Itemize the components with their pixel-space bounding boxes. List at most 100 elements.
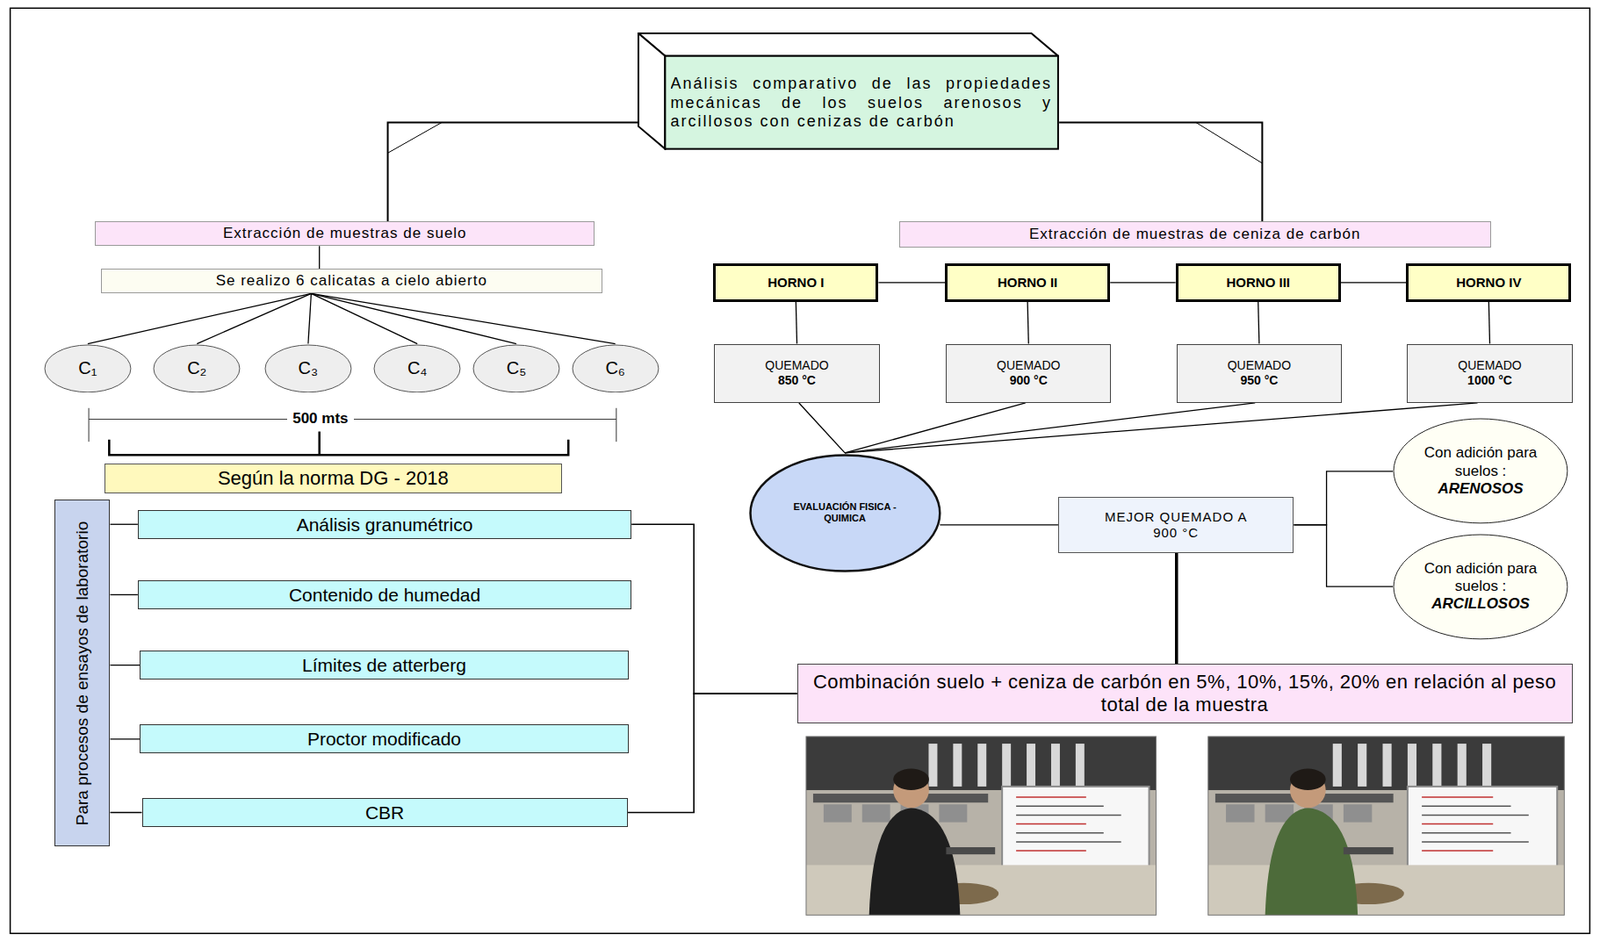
evaluation-ellipse: EVALUACIÓN FISICA - QUIMICA <box>748 453 943 574</box>
burn-box: QUEMADO850 °C <box>713 344 880 404</box>
whiteboard-writing <box>1421 841 1529 844</box>
node-text: ARCILLOSOS <box>1415 595 1546 613</box>
norm-box: Según la norma DG - 2018 <box>104 463 563 494</box>
decor-line <box>388 122 443 153</box>
furnace-box: HORNO III <box>1175 263 1341 303</box>
node-text: Se realizo 6 calicatas a cielo abierto <box>108 272 595 290</box>
node-text: Extracción de muestras de suelo <box>102 224 587 243</box>
node-text: HORNO III <box>1185 274 1332 291</box>
text-holder: EVALUACIÓN FISICA - QUIMICA <box>772 501 916 525</box>
photo-border <box>1208 736 1565 916</box>
connector <box>1293 471 1393 526</box>
photo-border <box>806 736 1157 916</box>
connector <box>1340 281 1406 283</box>
connector <box>109 594 137 596</box>
node-text: Para procesos de ensayos de laboratorio <box>72 521 93 826</box>
cylinder <box>1432 743 1442 787</box>
pit-circle: C₃ <box>264 344 353 394</box>
cylinder <box>1457 743 1467 787</box>
cylinder <box>1357 743 1367 787</box>
ellipse-shape <box>44 345 131 393</box>
node-text: QUEMADO <box>1184 358 1334 374</box>
text-holder: C₂ <box>164 357 230 379</box>
node-text: HORNO I <box>722 274 869 291</box>
text-holder: Con adición para suelos :ARENOSOS <box>1415 444 1546 498</box>
node-text: QUEMADO <box>1414 358 1564 374</box>
text-holder: C₆ <box>583 357 649 379</box>
whiteboard-writing <box>1016 841 1122 844</box>
ellipse-shape <box>749 454 940 571</box>
connector <box>627 693 798 813</box>
whiteboard-writing <box>1421 796 1493 799</box>
pit-circle: C₅ <box>472 344 561 394</box>
node-text: 900 °C <box>953 373 1103 389</box>
ellipse-shape <box>473 345 560 393</box>
node-text: MEJOR QUEMADO A <box>1066 509 1286 526</box>
node-text: 850 °C <box>721 373 872 389</box>
node-text: C₃ <box>275 357 341 379</box>
connector <box>799 403 845 454</box>
connector <box>109 738 140 740</box>
box-front-face <box>665 56 1060 150</box>
connector <box>795 302 797 345</box>
box-top-face <box>638 33 1059 57</box>
counter <box>806 864 1157 916</box>
bracket-stem <box>317 432 321 456</box>
furnace-box: HORNO II <box>944 263 1110 303</box>
cylinder <box>1026 743 1036 787</box>
node-text: 1000 °C <box>1414 373 1564 389</box>
node-text: Límites de atterberg <box>147 654 621 677</box>
connector <box>87 293 311 344</box>
connector <box>939 524 1059 526</box>
pot <box>823 804 852 822</box>
balance <box>1343 847 1394 855</box>
pot <box>1225 804 1255 822</box>
node-text: C₅ <box>483 357 549 379</box>
connector <box>878 281 945 283</box>
person-hair <box>1290 769 1327 791</box>
connector <box>310 293 517 344</box>
burn-box: QUEMADO900 °C <box>945 344 1111 404</box>
whiteboard-writing <box>1421 832 1511 835</box>
node-text: C₁ <box>55 357 121 379</box>
furnace-box: HORNO IV <box>1405 263 1572 303</box>
person-hair <box>893 769 930 791</box>
connector <box>1174 553 1179 665</box>
furnace-box: HORNO I <box>713 263 879 303</box>
process-box: Se realizo 6 calicatas a cielo abierto <box>100 268 603 294</box>
test-box: CBR <box>142 798 628 828</box>
cylinder <box>1482 743 1492 787</box>
pot <box>1343 804 1372 822</box>
burn-box: QUEMADO1000 °C <box>1406 344 1572 404</box>
cylinder <box>1383 743 1392 787</box>
whiteboard <box>1407 786 1557 870</box>
soil-ellipse: Con adición para suelos :ARENOSOS <box>1392 418 1569 525</box>
pit-circle: C₁ <box>43 344 132 394</box>
whiteboard-writing <box>1016 796 1087 799</box>
test-box: Límites de atterberg <box>139 650 629 680</box>
node-text: Análisis comparativo de las propiedades … <box>670 74 1053 132</box>
connector <box>109 664 140 666</box>
node-text: Proctor modificado <box>147 727 621 750</box>
cylinder <box>1407 743 1417 787</box>
text-holder: C₅ <box>483 357 549 379</box>
node-text: Combinación suelo + ceniza de carbón en … <box>805 670 1565 718</box>
test-box: Contenido de humedad <box>137 580 632 610</box>
cylinder <box>977 743 987 787</box>
node-text: C₂ <box>164 357 230 379</box>
burn-box: QUEMADO950 °C <box>1176 344 1342 404</box>
connector <box>318 245 320 269</box>
person-body <box>1265 807 1358 916</box>
node-text: QUEMADO <box>953 358 1103 374</box>
vertical-band: Para procesos de ensayos de laboratorio <box>54 499 111 847</box>
test-box: Análisis granumétrico <box>137 510 632 540</box>
ellipse-shape <box>1393 418 1568 524</box>
ellipse-shape <box>153 345 240 393</box>
cylinder <box>952 743 962 787</box>
node-text: Extracción de muestras de ceniza de carb… <box>907 225 1484 244</box>
pit-circle: C₆ <box>571 344 660 394</box>
connector <box>310 293 418 344</box>
text-holder: C₄ <box>384 357 450 379</box>
connector <box>109 524 137 526</box>
whiteboard-writing <box>1421 814 1529 817</box>
